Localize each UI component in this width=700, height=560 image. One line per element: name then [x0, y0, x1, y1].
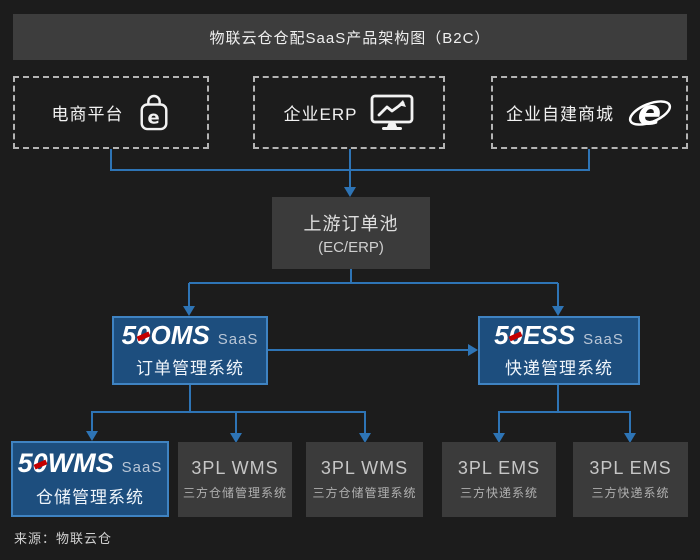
node-3pl-wms-1: 3PL WMS 三方仓储管理系统: [178, 442, 292, 517]
node-order-pool: 上游订单池 (EC/ERP): [272, 197, 430, 269]
node-erp-label: 企业ERP: [283, 105, 358, 124]
node-own-mall: 企业自建商城 e: [491, 76, 688, 149]
node-3pl-ems-1: 3PL EMS 三方快递系统: [442, 442, 556, 517]
50wms-saas-tag: SaaS: [121, 459, 163, 476]
50oms-saas-tag: SaaS: [217, 331, 259, 348]
node-50oms: 50OMS SaaS 订单管理系统: [112, 316, 268, 385]
svg-text:e: e: [638, 93, 662, 133]
shopping-bag-icon: e: [137, 93, 171, 133]
node-ecommerce-label: 电商平台: [51, 105, 124, 124]
svg-text:e: e: [147, 107, 160, 128]
connector-pool-tree: [183, 269, 564, 316]
connector-oms-to-ess: [268, 344, 478, 356]
50wms-label: 仓储管理系统: [36, 488, 144, 507]
ie-browser-icon: e: [627, 92, 673, 134]
3pl-ems-2-title: 3PL EMS: [589, 458, 672, 478]
3pl-ems-2-subtitle: 三方快递系统: [591, 486, 670, 500]
order-pool-subtitle: (EC/ERP): [318, 239, 384, 256]
50wms-logo: 50WMS: [17, 448, 114, 478]
3pl-ems-1-subtitle: 三方快递系统: [459, 486, 538, 500]
50ess-logo: 50ESS: [494, 320, 576, 350]
50oms-label: 订单管理系统: [136, 359, 244, 378]
node-3pl-wms-2: 3PL WMS 三方仓储管理系统: [306, 442, 423, 517]
3pl-wms-1-title: 3PL WMS: [191, 458, 279, 478]
50oms-logo: 50OMS: [121, 320, 210, 350]
diagram-title: 物联云仓仓配SaaS产品架构图（B2C）: [13, 14, 687, 60]
50ess-label: 快递管理系统: [505, 359, 613, 378]
3pl-wms-2-title: 3PL WMS: [320, 458, 409, 478]
3pl-wms-2-subtitle: 三方仓储管理系统: [312, 486, 417, 500]
node-ecommerce-platform: 电商平台 e: [13, 76, 209, 149]
monitor-chart-icon: [370, 94, 414, 132]
node-50wms: 50WMS SaaS 仓储管理系统: [11, 441, 169, 517]
source-note: 来源：物联云仓: [14, 531, 113, 546]
50ess-saas-tag: SaaS: [583, 331, 624, 348]
order-pool-title: 上游订单池: [303, 214, 399, 234]
3pl-wms-1-subtitle: 三方仓储管理系统: [182, 486, 287, 500]
connector-left-tree: [86, 385, 371, 443]
3pl-ems-1-title: 3PL EMS: [457, 458, 541, 478]
connector-right-tree: [493, 385, 636, 443]
node-3pl-ems-2: 3PL EMS 三方快递系统: [573, 442, 688, 517]
node-50ess: 50ESS SaaS 快递管理系统: [478, 316, 640, 385]
connector-top-tree: [110, 149, 590, 197]
node-own-mall-label: 企业自建商城: [506, 105, 614, 124]
diagram-title-text: 物联云仓仓配SaaS产品架构图（B2C）: [209, 29, 491, 47]
node-enterprise-erp: 企业ERP: [253, 76, 445, 149]
